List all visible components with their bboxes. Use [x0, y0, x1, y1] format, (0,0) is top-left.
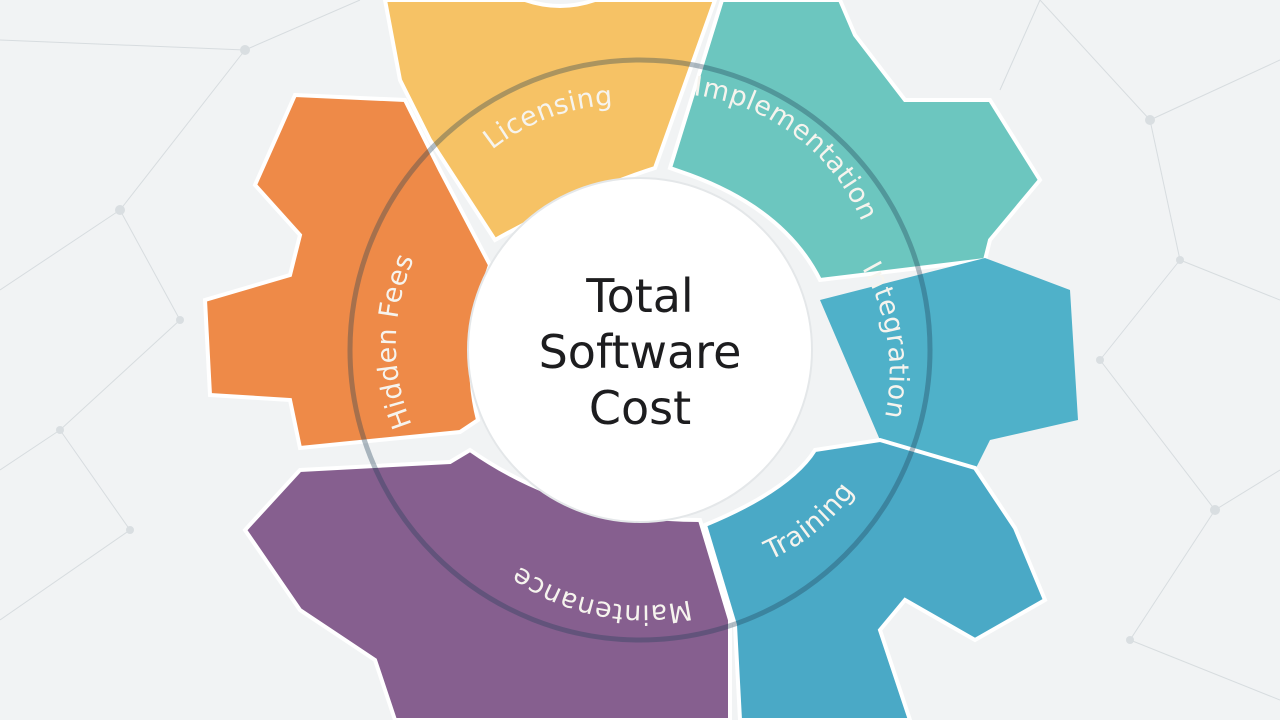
- network-nodes: [56, 45, 1220, 644]
- center-title-line2: Software: [539, 325, 742, 379]
- segment-implementation[interactable]: [667, 0, 1043, 283]
- center-title-line3: Cost: [589, 381, 691, 435]
- inner-ring: [347, 57, 933, 643]
- network-background: [0, 0, 1280, 701]
- center-title-line1: Total: [585, 269, 693, 323]
- center-hub: [467, 177, 813, 523]
- segment-licensing[interactable]: [382, 0, 718, 243]
- segment-training[interactable]: [702, 437, 1048, 720]
- segment-integration[interactable]: [820, 258, 1078, 470]
